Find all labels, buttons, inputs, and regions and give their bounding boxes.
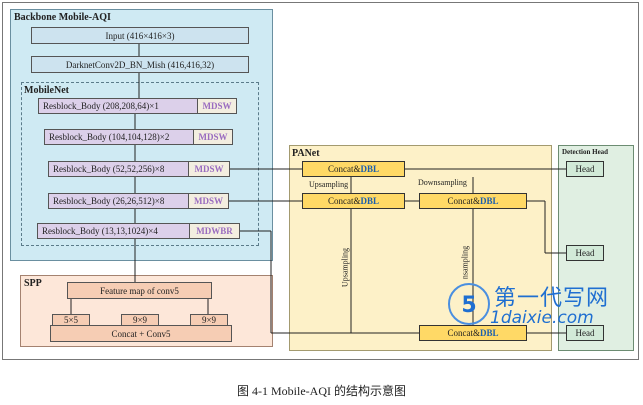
diagram-frame <box>2 2 639 360</box>
detection-head-2: Head <box>566 245 604 261</box>
dbl-label: DBL <box>360 196 379 206</box>
concat-label: Concat& <box>327 196 361 206</box>
pool-5x5: 5×5 <box>52 314 90 326</box>
dbl-label: DBL <box>360 164 379 174</box>
spp-title: SPP <box>24 278 42 289</box>
tag-mdwbr: MDWBR <box>189 223 240 239</box>
watermark-text-url: 1daixie.com <box>490 308 594 328</box>
concat-label: Concat& <box>447 328 480 338</box>
upsampling-label: Upsampling <box>309 180 349 189</box>
resblock-104: Resblock_Body (104,104,128)×2 <box>44 129 194 145</box>
detection-head-3: Head <box>566 325 604 341</box>
spp-concat-box: Concat + Conv5 <box>50 325 232 342</box>
tag-mdsw-4: MDSW <box>188 193 229 209</box>
watermark-logo-icon: 5 <box>448 283 490 325</box>
tag-mdsw-1: MDSW <box>197 98 237 114</box>
resblock-26: Resblock_Body (26,26,512)×8 <box>48 193 189 209</box>
concat-label: Concat& <box>447 196 480 206</box>
detection-title: Detection Head <box>562 148 609 156</box>
watermark-text-cn: 第一代写网 <box>494 286 610 311</box>
figure-caption: 图 4-1 Mobile-AQI 的结构示意图 <box>237 384 406 398</box>
downsampling-label: Downsampling <box>418 178 467 187</box>
dbl-label: DBL <box>479 328 499 338</box>
resblock-52: Resblock_Body (52,52,256)×8 <box>48 161 189 177</box>
feature-map-box: Feature map of conv5 <box>67 282 212 299</box>
concat-label: Concat& <box>327 164 361 174</box>
tag-mdsw-3: MDSW <box>188 161 230 177</box>
mobilenet-title: MobileNet <box>24 85 69 96</box>
tag-mdsw-2: MDSW <box>193 129 233 145</box>
input-box: Input (416×416×3) <box>31 27 249 44</box>
dbl-label: DBL <box>479 196 499 206</box>
concat-dbl-2: Concat&DBL <box>302 193 405 209</box>
darknet-conv-box: DarknetConv2D_BN_Mish (416,416,32) <box>31 56 249 73</box>
panet-region: PANet <box>289 145 552 351</box>
panet-title: PANet <box>292 148 320 159</box>
detection-head-1: Head <box>566 161 604 177</box>
upsampling-vertical-label: Upsampling <box>340 247 350 288</box>
svg-text:5: 5 <box>461 293 476 318</box>
mobilenet-region: MobileNet <box>21 82 259 246</box>
concat-dbl-4: Concat&DBL <box>419 325 527 341</box>
concat-dbl-1: Concat&DBL <box>302 161 405 177</box>
resblock-208: Resblock_Body (208,208,64)×1 <box>38 98 198 114</box>
backbone-title: Backbone Mobile-AQI <box>14 12 111 23</box>
resblock-13: Resblock_Body (13,13,1024)×4 <box>37 223 190 239</box>
concat-dbl-3: Concat&DBL <box>419 193 527 209</box>
